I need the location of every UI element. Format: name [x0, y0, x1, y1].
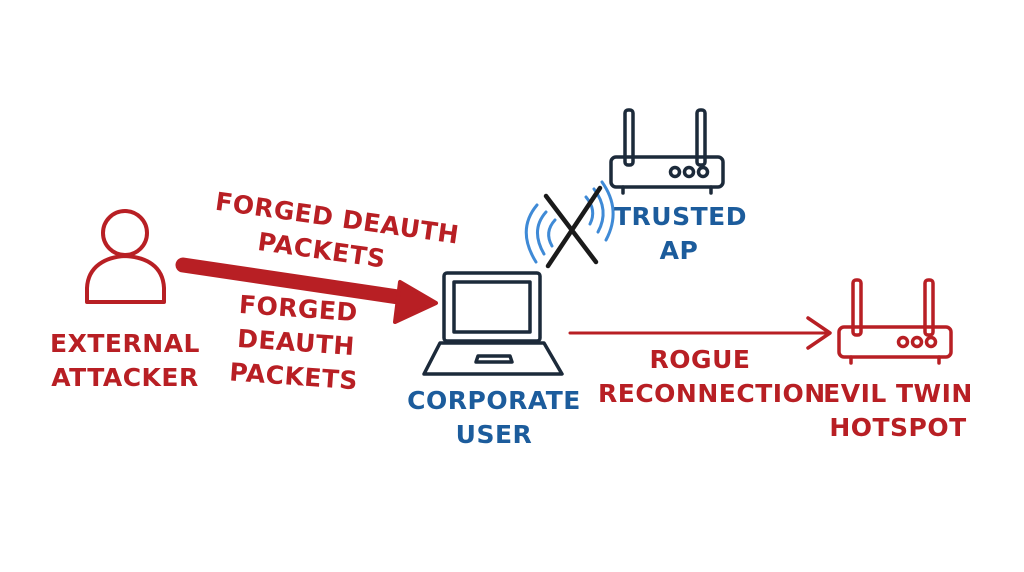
reconnection-label: ROGUE RECONNECTION: [598, 343, 826, 411]
evil-twin-label-line2: HOTSPOT: [829, 413, 967, 442]
corporate-user-label: CORPORATE USER: [404, 384, 584, 452]
corporate-user-label-line2: USER: [455, 420, 533, 449]
corporate-user-label-line1: CORPORATE: [407, 386, 581, 415]
attacker-label-line2: ATTACKER: [51, 363, 199, 392]
deauth-arrow: [175, 257, 438, 324]
attacker-label: EXTERNAL ATTACKER: [40, 327, 210, 395]
deauth-label-bottom: FORGED DEAUTH PACKETS: [223, 287, 370, 399]
trusted-ap-label: TRUSTED AP: [614, 200, 747, 268]
reconnection-label-line1: ROGUE: [649, 345, 751, 374]
reconnection-arrow: [568, 316, 832, 350]
reconnection-label-line2: RECONNECTION: [598, 379, 826, 408]
evil-twin-router-icon: [837, 278, 953, 365]
trusted-ap-label-line1: TRUSTED: [614, 202, 747, 231]
laptop-icon: [422, 271, 564, 376]
attacker-label-line1: EXTERNAL: [50, 329, 200, 358]
person-icon: [85, 209, 166, 304]
wifi-signal-icon: [524, 180, 615, 264]
router-icon: [609, 108, 725, 195]
cross-icon: [543, 185, 603, 269]
trusted-ap-label-line2: AP: [659, 236, 699, 265]
evil-twin-label: EVIL TWIN HOTSPOT: [818, 377, 978, 445]
evil-twin-label-line1: EVIL TWIN: [823, 379, 973, 408]
